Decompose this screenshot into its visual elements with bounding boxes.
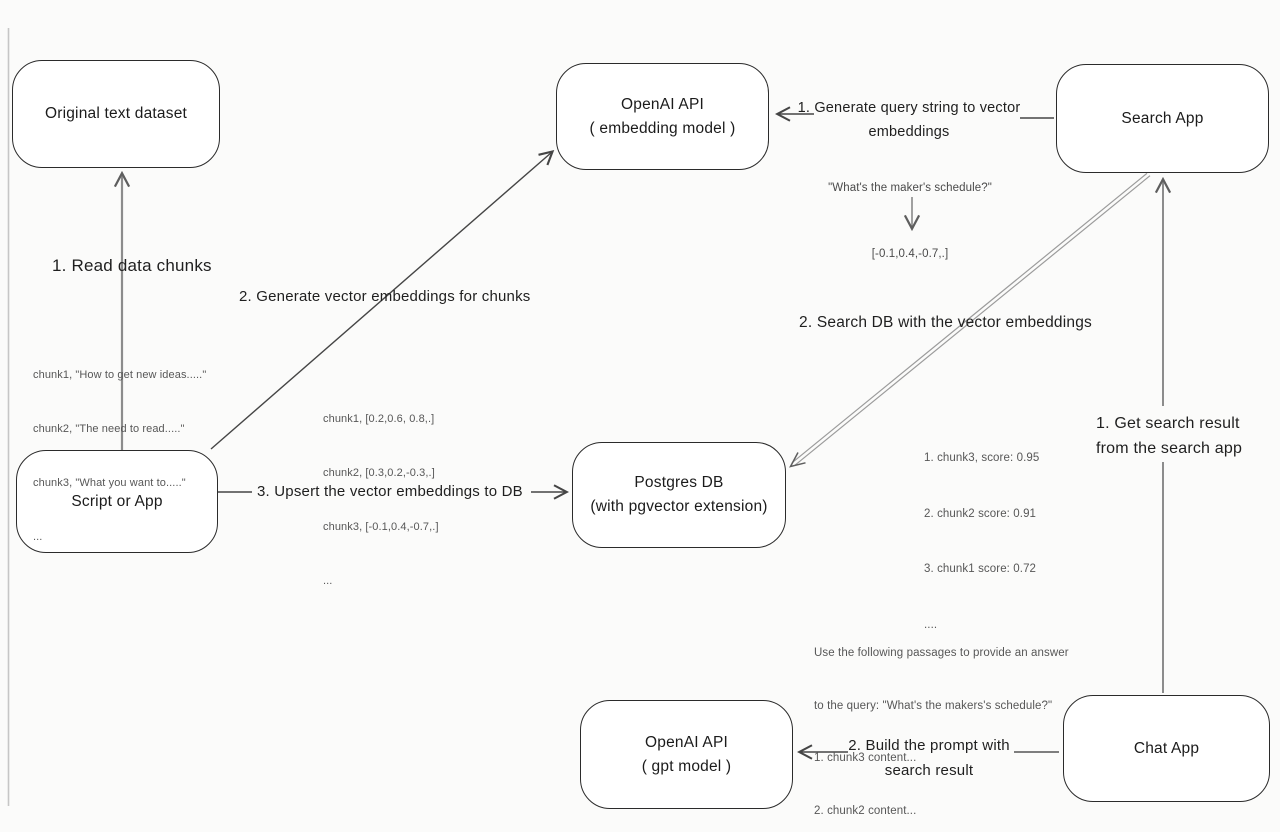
- label-get-search-result-line1: 1. Get search result: [1096, 415, 1240, 432]
- annotation-query-text: "What's the maker's schedule?": [828, 182, 992, 194]
- node-label: Original text dataset: [44, 105, 188, 122]
- label-build-prompt-line2: search result: [884, 762, 974, 779]
- annotation-vector-list: chunk1, [0.2,0.6, 0.8,.] chunk2, [0.3,0.…: [323, 374, 439, 626]
- annotation-line: ...: [323, 575, 333, 587]
- annotation-line: to the query: "What's the makers's sched…: [814, 699, 1053, 712]
- annotation-line: 1. chunk3 content...: [814, 752, 917, 764]
- node-original-text-dataset: Original text dataset: [12, 60, 220, 168]
- annotation-line: 1. chunk3, score: 0.95: [924, 452, 1040, 464]
- label-upsert: 3. Upsert the vector embeddings to DB: [257, 483, 523, 500]
- node-label-line1: OpenAI API: [645, 733, 728, 751]
- node-label-line2: (with pgvector extension): [590, 498, 768, 515]
- label-get-search-result-line2: from the search app: [1096, 440, 1243, 457]
- label-query-to-vector: 1. Generate query string to vector embed…: [797, 100, 1021, 140]
- annotation-line: chunk3, "What you want to.....": [33, 477, 186, 489]
- annotation-line: chunk1, [0.2,0.6, 0.8,.]: [323, 413, 435, 425]
- annotation-prompt-text: Use the following passages to provide an…: [814, 610, 1069, 832]
- annotation-line: chunk1, "How to get new ideas.....": [33, 369, 207, 381]
- arrow-search-db-head: [789, 452, 806, 468]
- label-read-chunks: 1. Read data chunks: [52, 256, 212, 275]
- node-openai-gpt: OpenAI API ( gpt model ): [580, 700, 793, 809]
- annotation-chunk-list: chunk1, "How to get new ideas....." chun…: [33, 330, 206, 582]
- annotation-line: ....: [924, 618, 938, 631]
- annotation-line: chunk3, [-0.1,0.4,-0.7,.]: [323, 521, 439, 533]
- annotation-line: chunk2, "The need to read.....": [33, 423, 185, 435]
- node-postgres-db: Postgres DB (with pgvector extension): [572, 442, 786, 548]
- annotation-line: 3. chunk1 score: 0.72: [924, 563, 1037, 575]
- node-label-line1: OpenAI API: [621, 95, 704, 113]
- node-label: Chat App: [1133, 739, 1200, 757]
- node-label-line2: ( gpt model ): [641, 757, 732, 775]
- label-build-prompt: 2. Build the prompt with search result: [843, 733, 1015, 783]
- node-label: Script or App: [71, 492, 163, 510]
- node-script-or-app: Script or App: [16, 450, 218, 553]
- node-search-app: Search App: [1056, 64, 1269, 173]
- annotation-line: 2. chunk2 content...: [814, 804, 917, 817]
- node-openai-embedding: OpenAI API ( embedding model ): [556, 63, 769, 170]
- label-generate-embeddings: 2. Generate vector embeddings for chunks: [239, 288, 531, 305]
- annotation-line: Use the following passages to provide an…: [814, 647, 1069, 659]
- annotation-line: chunk2, [0.3,0.2,-0.3,.]: [323, 467, 435, 479]
- label-build-prompt-line1: 2. Build the prompt with: [848, 737, 1010, 754]
- annotation-line: 2. chunk2 score: 0.91: [924, 507, 1037, 520]
- node-label-line2: ( embedding model ): [589, 119, 736, 137]
- annotation-line: ...: [33, 531, 43, 543]
- node-label-line1: Postgres DB: [634, 474, 724, 491]
- node-label: Search App: [1121, 109, 1204, 127]
- node-chat-app: Chat App: [1063, 695, 1270, 802]
- annotation-score-list: 1. chunk3, score: 0.95 2. chunk2 score: …: [924, 412, 1039, 671]
- label-get-search-result: 1. Get search result from the search app: [1096, 411, 1248, 461]
- label-search-db: 2. Search DB with the vector embeddings: [799, 314, 1092, 331]
- annotation-query-vector: [-0.1,0.4,-0.7,.]: [871, 248, 949, 260]
